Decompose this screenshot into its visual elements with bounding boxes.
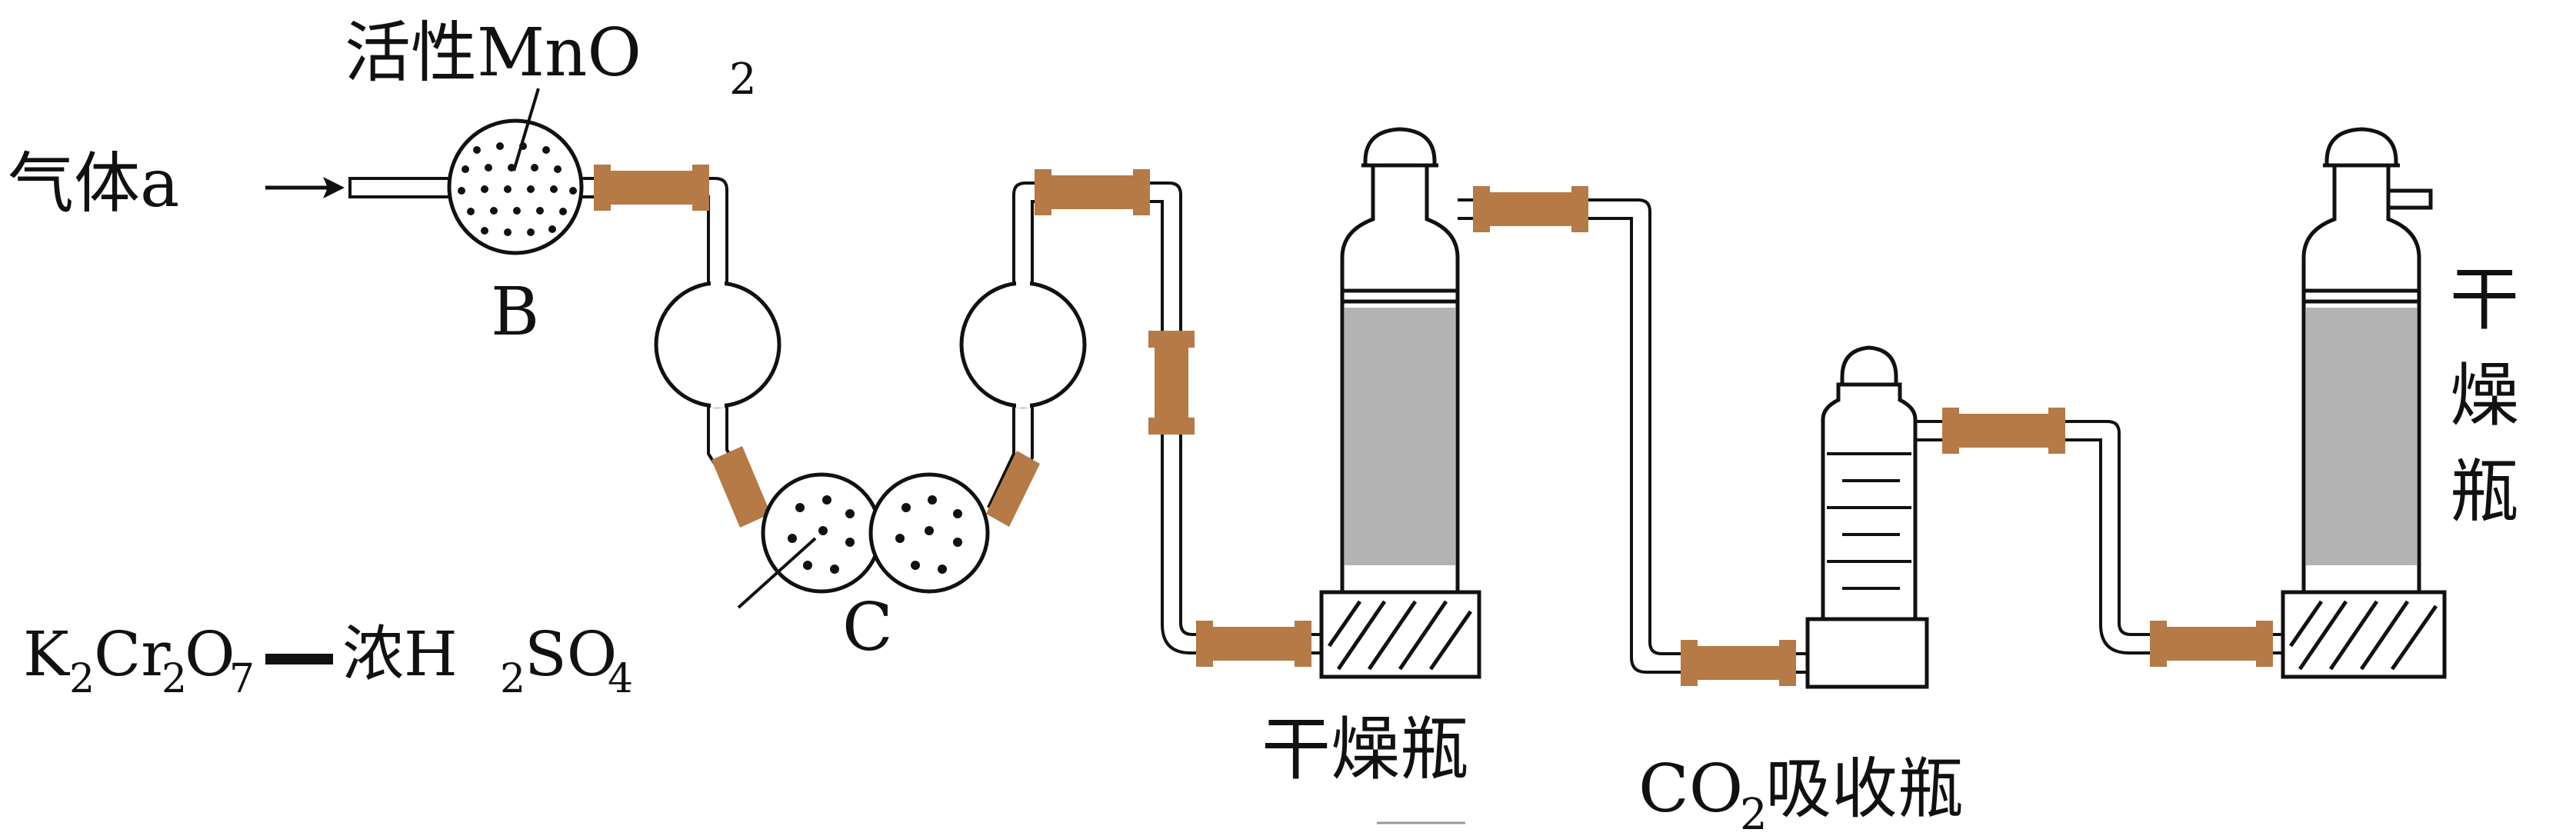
label-gas-a: 气体a — [8, 145, 179, 222]
bulb-right — [959, 281, 1087, 408]
connector-8 — [2150, 627, 2273, 661]
reagent-so: SO — [525, 618, 617, 690]
reagent-o: O — [185, 618, 235, 690]
label-mno2: 活性MnO — [345, 15, 642, 92]
dryer2-base-hatch — [2288, 600, 2438, 671]
reagent-cr: Cr — [94, 618, 171, 690]
co2-bottle-cap — [1840, 345, 1898, 387]
vessel-b — [447, 88, 584, 255]
reagent-sub-h2: 2 — [500, 656, 525, 702]
connector-c-left — [711, 446, 771, 528]
connector-6 — [1681, 646, 1796, 680]
dryer2-side-outlet — [2386, 188, 2433, 210]
drying-bottle-2 — [2281, 127, 2447, 679]
inlet-arrow — [265, 177, 345, 198]
label-mno2-sub: 2 — [729, 55, 757, 105]
reagent-sub-7: 7 — [229, 656, 255, 702]
label-co2-bottle: CO 2 吸收瓶 — [1638, 751, 1964, 836]
dryer1-desiccant — [1345, 308, 1455, 565]
reagent-sub-2a: 2 — [69, 656, 95, 702]
connector-7-collar-a — [1942, 408, 1959, 454]
label-c: C — [842, 589, 893, 666]
arrow-head-icon — [323, 177, 345, 198]
reagent-sub-2b: 2 — [162, 656, 187, 702]
connector-2-collar-a — [1035, 169, 1051, 215]
dryer2-char-1: 干 — [2450, 259, 2519, 340]
dryer2-cap — [2324, 127, 2398, 168]
connector-6-collar-b — [1779, 640, 1796, 686]
mno2-pointer — [512, 88, 540, 172]
bulb-left — [654, 281, 781, 408]
dryer1-base — [1319, 590, 1481, 679]
co2-text: CO — [1638, 751, 1743, 828]
dryer2-desiccant — [2306, 308, 2417, 565]
connector-1-collar-a — [594, 165, 611, 211]
dryer2-char-3: 瓶 — [2450, 451, 2519, 532]
drying-bottle-1 — [1319, 127, 1481, 679]
co2-sub: 2 — [1740, 790, 1768, 836]
connector-2 — [1035, 175, 1150, 209]
connector-8-collar-a — [2150, 621, 2167, 667]
bulbs — [654, 281, 1087, 408]
dryer1-cap — [1363, 127, 1437, 168]
dryer1-base-hatch — [1327, 600, 1473, 671]
connector-4-collar-a — [1196, 621, 1213, 667]
reagent-nong: 浓H — [342, 618, 458, 690]
connector-1-collar-b — [692, 165, 709, 211]
label-dryer2: 干 燥 瓶 — [2450, 259, 2519, 532]
connector-1 — [594, 171, 709, 205]
connector-3-collar-a — [1148, 331, 1195, 348]
inlet-tube — [348, 177, 452, 198]
connector-4-collar-b — [1295, 621, 1311, 667]
connector-3-collar-b — [1148, 418, 1195, 435]
connector-6-collar-a — [1681, 640, 1698, 686]
co2-absorption-bottle — [1805, 345, 1929, 689]
dryer2-char-2: 燥 — [2450, 355, 2519, 436]
connector-2-collar-b — [1133, 169, 1150, 215]
connector-4 — [1196, 627, 1311, 661]
label-reagent: K 2 Cr 2 O 7 浓H 2 SO 4 — [23, 618, 633, 702]
reagent-dash — [265, 654, 333, 664]
connector-5-collar-b — [1571, 186, 1588, 232]
connector-7-collar-b — [2048, 408, 2065, 454]
connector-8-collar-b — [2256, 621, 2273, 667]
co2-liquid-lines — [1827, 452, 1911, 590]
connector-c-right — [986, 451, 1040, 527]
vessel-c — [737, 472, 990, 609]
vessel-b-bulb — [447, 118, 584, 255]
c-pointer — [737, 537, 817, 609]
reagent-sub-4: 4 — [608, 656, 633, 702]
connector-7 — [1942, 414, 2065, 448]
co2-rest: 吸收瓶 — [1765, 751, 1964, 828]
co2-bottle-body — [1821, 382, 1918, 621]
c-reagent-dots — [788, 495, 962, 574]
glass-tubing — [348, 177, 2288, 674]
label-dryer1: 干燥瓶 — [1261, 709, 1469, 790]
connector-3 — [1155, 331, 1188, 435]
reagent-k: K — [23, 618, 70, 690]
mno2-dots — [458, 142, 577, 236]
label-b: B — [491, 274, 539, 351]
connector-5-collar-a — [1473, 186, 1490, 232]
connector-5 — [1473, 192, 1588, 226]
rubber-connectors — [594, 165, 2273, 686]
co2-bottle-base — [1805, 617, 1929, 689]
